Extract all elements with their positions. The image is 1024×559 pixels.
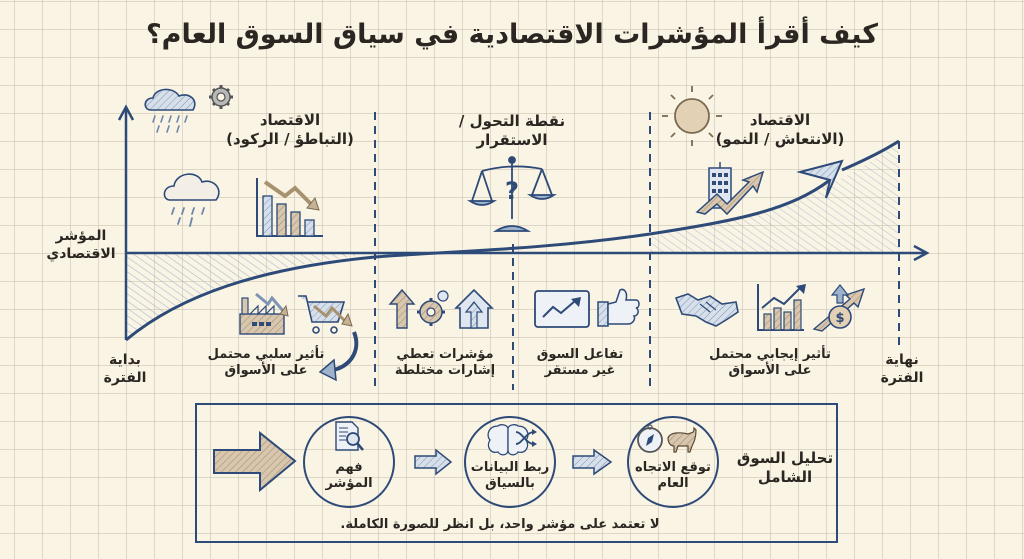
phase-title-line2: (الانتعاش / النمو) [715, 129, 845, 148]
phase-title-expansion: الاقتصاد (الانتعاش / النمو) [700, 111, 860, 149]
brain-shuffle-icon [487, 424, 537, 456]
process-heading: تحليل السوق الشامل [730, 449, 840, 487]
svg-text:?: ? [505, 177, 519, 205]
step-label-connect: ربط البيانات بالسياق [465, 460, 555, 493]
process-box [195, 403, 838, 543]
y-axis [117, 104, 135, 340]
end-period-text: نهاية الفترة [880, 352, 924, 386]
trend-screen-icon [534, 290, 590, 328]
step-line1: توقع الاتجاه [635, 460, 711, 475]
step-label-forecast: توقع الاتجاه العام [628, 460, 718, 493]
sun-icon [662, 86, 722, 146]
step-line2: المؤشر [325, 476, 373, 492]
step-circle-1 [303, 416, 395, 508]
impact-unstable-market-label: تفاعل السوق غير مستقر [525, 347, 635, 380]
rain-cloud-icon [163, 173, 220, 227]
balance-scale-question-icon: ? [467, 156, 557, 232]
impact-line1: تفاعل السوق [536, 347, 624, 362]
shaded-area [126, 141, 899, 340]
gear-icon [209, 85, 233, 109]
rising-bar-chart-icon [757, 284, 806, 331]
building-growth-arrow-icon [695, 162, 765, 216]
start-period-label: بداية الفترة [95, 352, 155, 387]
phase-title-line1: الاقتصاد [749, 111, 811, 129]
compass-bull-icon [637, 424, 697, 453]
phase-title-turning-point: نقطة التحول / الاستقرار [432, 112, 592, 150]
page-title: كيف أقرأ المؤشرات الاقتصادية في سياق الس… [146, 19, 878, 50]
step-arrow-1 [414, 448, 453, 476]
phase-title-line1: نقطة التحول / [458, 112, 566, 130]
step-line1: ربط البيانات [470, 460, 550, 475]
start-period-text: بداية الفترة [103, 352, 147, 386]
step-line2: بالسياق [485, 476, 535, 492]
factory-down-icon [239, 292, 289, 335]
dollar-coin-up-icon: $ [812, 284, 866, 332]
growth-arrow [796, 159, 844, 199]
process-heading-line1: تحليل السوق [736, 449, 834, 467]
phase-title-recession: الاقتصاد (التباطؤ / الركود) [210, 111, 370, 149]
phase-title-line2: (التباطؤ / الركود) [226, 129, 354, 148]
phase-dividers [374, 112, 900, 390]
gears-icon [417, 290, 449, 326]
rain-cloud-icon [144, 88, 196, 133]
shopping-cart-down-icon [298, 295, 353, 334]
indicator-curve [125, 178, 831, 342]
process-footer-note: لا تعتمد على مؤشر واحد، بل انظر للصورة ا… [340, 517, 660, 532]
end-period-label: نهاية الفترة [873, 352, 931, 387]
handshake-icon [674, 293, 739, 327]
step-arrow-2 [572, 448, 613, 476]
curved-arrow-down-icon [318, 331, 359, 382]
impact-line1: تأثير إيجابي محتمل [709, 347, 831, 362]
step-line1: فهم [335, 460, 363, 475]
impact-line2: إشارات مختلطة [394, 363, 496, 379]
step-circle-3 [627, 416, 719, 508]
document-search-icon [335, 421, 364, 451]
declining-bar-chart-icon [256, 178, 323, 237]
impact-line1: تأثير سلبي محتمل [207, 347, 325, 362]
big-entry-arrow-icon [213, 430, 297, 493]
x-axis-baseline [126, 244, 930, 262]
y-axis-label-text: المؤشر الاقتصادي [46, 228, 116, 262]
arrow-up-icon [388, 288, 416, 329]
impact-mixed-signals-label: مؤشرات تعطي إشارات مختلطة [385, 347, 505, 380]
house-up-icon [454, 288, 494, 329]
impact-line1: مؤشرات تعطي [396, 347, 494, 362]
impact-line2: على الأسواق [224, 363, 308, 379]
step-circle-2 [464, 416, 556, 508]
step-label-understand: فهم المؤشر [309, 460, 389, 493]
process-heading-line2: الشامل [757, 467, 813, 486]
phase-title-line2: الاستقرار [476, 130, 548, 149]
impact-line2: غير مستقر [544, 363, 616, 379]
impact-line2: على الأسواق [728, 363, 812, 379]
impact-negative-label: تأثير سلبي محتمل على الأسواق [196, 347, 336, 380]
step-line2: العام [657, 476, 689, 492]
phase-title-line1: الاقتصاد [259, 111, 321, 129]
thumb-sideways-icon [597, 288, 640, 327]
impact-positive-label: تأثير إيجابي محتمل على الأسواق [700, 347, 840, 380]
svg-text:$: $ [835, 311, 844, 326]
y-axis-label: المؤشر الاقتصادي [36, 228, 126, 263]
